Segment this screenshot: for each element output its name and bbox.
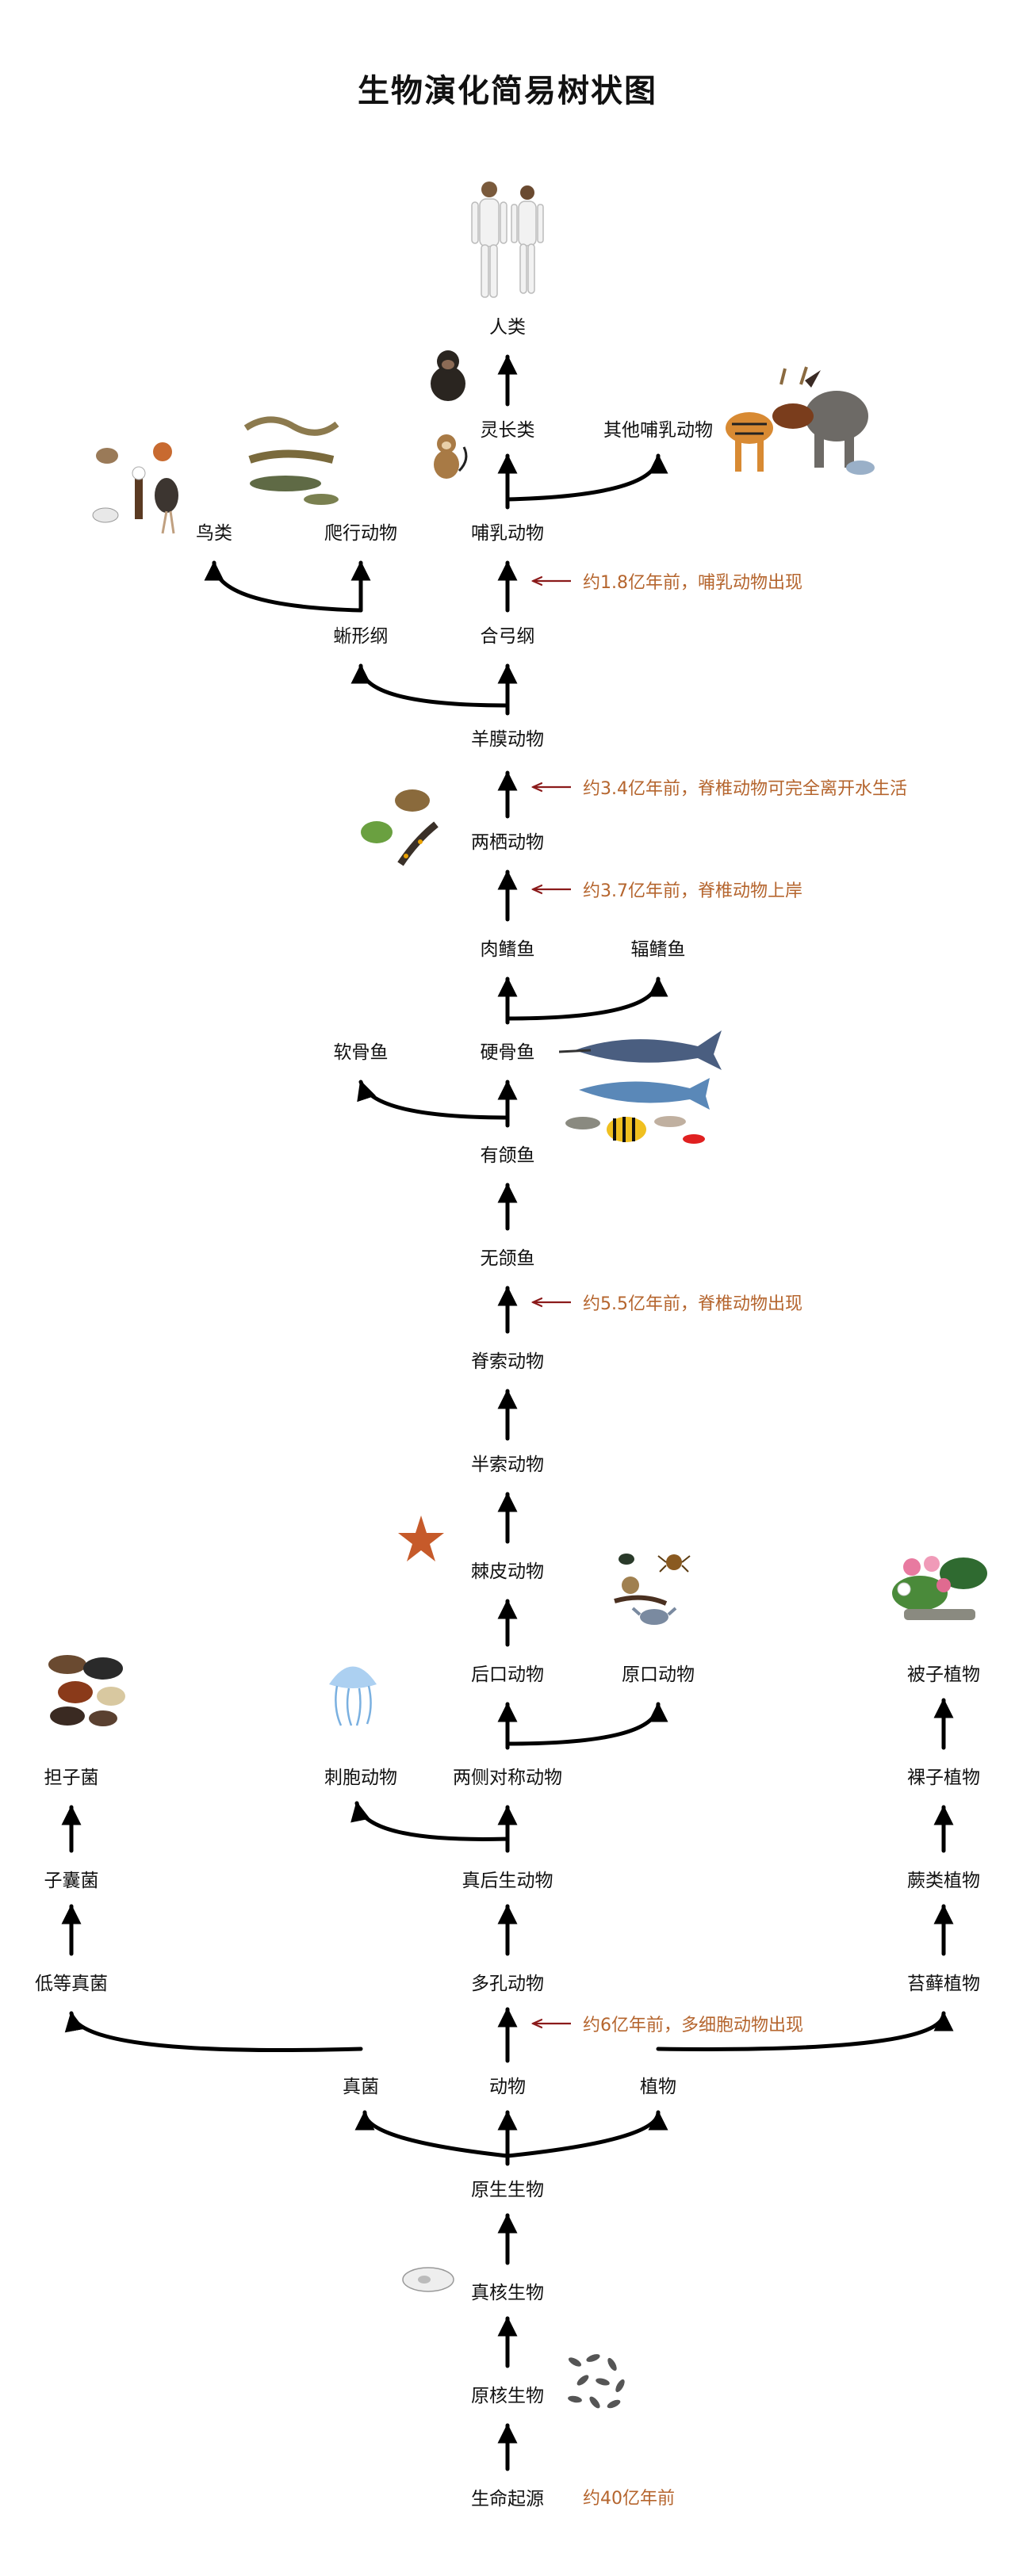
node-angiosperm: 被子植物 bbox=[904, 1659, 983, 1686]
flower-plant-icon bbox=[892, 1556, 987, 1620]
node-primates: 灵长类 bbox=[477, 415, 538, 441]
arrow-bony-rayfin bbox=[505, 977, 668, 1021]
node-jawed-fish: 有颌鱼 bbox=[477, 1140, 538, 1167]
node-lower-fungi: 低等真菌 bbox=[32, 1968, 111, 1995]
arrow-amniote-sauropsid bbox=[350, 663, 510, 708]
node-bilateria: 两侧对称动物 bbox=[450, 1762, 565, 1789]
jellyfish-icon bbox=[329, 1666, 377, 1726]
node-rayfin: 辐鳍鱼 bbox=[627, 934, 689, 961]
arrow-mammal-others bbox=[505, 453, 668, 502]
arrow-protist-fungi bbox=[354, 2110, 510, 2158]
node-reptile: 爬行动物 bbox=[321, 518, 400, 545]
node-human: 人类 bbox=[486, 311, 529, 338]
arrow-bilateria-proto bbox=[505, 1702, 668, 1746]
reptile-group-icon bbox=[243, 416, 339, 505]
note-origin-age: 约40亿年前 bbox=[583, 2489, 675, 2509]
bird-group-icon bbox=[92, 442, 178, 534]
bacteria-cluster-icon bbox=[568, 2354, 625, 2409]
node-jawless-fish: 无颌鱼 bbox=[477, 1243, 538, 1270]
arrow-jawed-cartilaginous bbox=[357, 1080, 510, 1120]
frog-group-icon bbox=[361, 789, 439, 866]
node-prokaryote: 原核生物 bbox=[468, 2380, 547, 2407]
node-synapsid: 合弓纲 bbox=[477, 621, 538, 648]
node-other-mammals: 其他哺乳动物 bbox=[600, 415, 716, 441]
arrow-plant-moss bbox=[656, 2011, 954, 2051]
node-amphibian: 两栖动物 bbox=[468, 827, 547, 854]
starfish-icon bbox=[398, 1515, 444, 1561]
node-fungi: 真菌 bbox=[339, 2071, 382, 2098]
fish-group-icon bbox=[559, 1030, 722, 1144]
arrow-protist-plant bbox=[505, 2110, 668, 2158]
human-figures-icon bbox=[471, 182, 544, 298]
node-origin: 生命起源 bbox=[468, 2483, 547, 2510]
note-vertebrate-age: 约5.5亿年前，脊椎动物出现 bbox=[583, 1294, 802, 1314]
node-cartilaginous: 软骨鱼 bbox=[330, 1037, 392, 1064]
note-shore-age: 约3.7亿年前，脊椎动物上岸 bbox=[583, 881, 802, 901]
mushroom-group-icon bbox=[48, 1655, 125, 1726]
node-chordate: 脊索动物 bbox=[468, 1346, 547, 1373]
node-lobefin: 肉鳍鱼 bbox=[477, 934, 538, 961]
node-hemichordate: 半索动物 bbox=[468, 1449, 547, 1476]
node-sauropsid: 蜥形纲 bbox=[330, 621, 392, 648]
monkey-icon bbox=[434, 434, 468, 479]
node-protostome: 原口动物 bbox=[619, 1659, 698, 1686]
eukaryote-cell-icon bbox=[402, 2267, 454, 2292]
node-deuterostome: 后口动物 bbox=[468, 1659, 547, 1686]
node-echinoderm: 棘皮动物 bbox=[468, 1556, 547, 1583]
node-plant: 植物 bbox=[637, 2071, 680, 2098]
node-bird: 鸟类 bbox=[193, 518, 236, 545]
protostome-group-icon bbox=[614, 1554, 691, 1625]
node-cnidarian: 刺胞动物 bbox=[321, 1762, 400, 1789]
note-mammal-age: 约1.8亿年前，哺乳动物出现 bbox=[583, 573, 802, 593]
node-moss: 苔藓植物 bbox=[904, 1968, 983, 1995]
note-land-age: 约3.4亿年前，脊椎动物可完全离开水生活 bbox=[583, 779, 907, 799]
arrow-bilateria-cnidarian bbox=[350, 1801, 510, 1841]
node-eumetazoa: 真后生动物 bbox=[458, 1865, 557, 1892]
node-gymnosperm: 裸子植物 bbox=[904, 1762, 983, 1789]
node-animal: 动物 bbox=[486, 2071, 529, 2098]
node-eukaryote: 真核生物 bbox=[468, 2277, 547, 2304]
node-mammal: 哺乳动物 bbox=[468, 518, 547, 545]
arrow-fungi-lower bbox=[64, 2011, 363, 2053]
arrow-sauropsid-bird bbox=[204, 560, 363, 613]
page-title: 生物演化简易树状图 bbox=[358, 73, 657, 109]
node-bony-fish: 硬骨鱼 bbox=[477, 1037, 538, 1064]
node-protist: 原生生物 bbox=[468, 2174, 547, 2201]
node-fern: 蕨类植物 bbox=[904, 1865, 983, 1892]
mammal-group-icon bbox=[726, 366, 875, 475]
node-basidiomycete: 担子菌 bbox=[40, 1762, 102, 1789]
note-multicell-age: 约6亿年前，多细胞动物出现 bbox=[583, 2016, 803, 2035]
node-ascomycete: 子囊菌 bbox=[40, 1865, 102, 1892]
node-amniote: 羊膜动物 bbox=[468, 724, 547, 751]
chimpanzee-icon bbox=[431, 350, 465, 401]
node-sponge: 多孔动物 bbox=[468, 1968, 547, 1995]
